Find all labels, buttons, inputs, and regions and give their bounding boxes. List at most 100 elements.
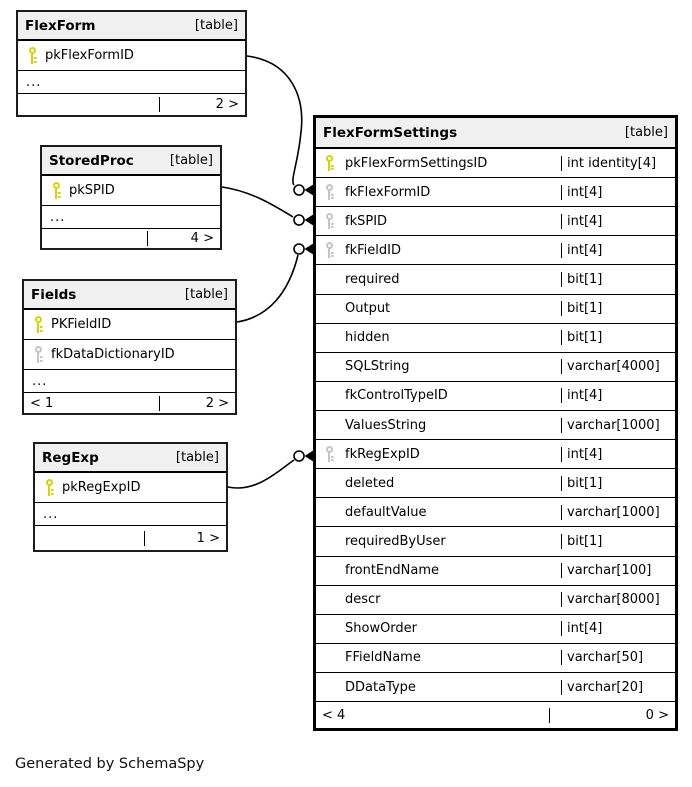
column-row: FFieldName varchar[50]	[316, 644, 675, 673]
column-name: fkFieldID	[345, 242, 401, 258]
pager-row: 1 >	[35, 526, 226, 550]
column-row: SQLString varchar[4000]	[316, 353, 675, 382]
column-row: deleted bit[1]	[316, 469, 675, 499]
foreign-key-icon	[34, 346, 44, 363]
column-row: fkFieldID int[4]	[316, 236, 675, 266]
pager-prev-link[interactable]: < 4	[322, 707, 346, 723]
column-row: pkSPID	[42, 176, 220, 206]
column-row: fkControlTypeID int[4]	[316, 382, 675, 411]
column-name: fkSPID	[345, 213, 388, 229]
connector-endpoint-circle	[293, 184, 305, 196]
primary-key-icon	[52, 182, 62, 199]
column-name: pkFlexFormID	[45, 48, 134, 63]
column-name: fkControlTypeID	[345, 388, 448, 404]
table-regexp[interactable]: RegExp [table] pkRegExpID ... 1 >	[33, 442, 228, 552]
column-type: varchar[4000]	[561, 359, 675, 375]
primary-key-icon	[325, 154, 335, 172]
primary-key-icon	[45, 479, 55, 496]
column-type: varchar[8000]	[561, 592, 675, 608]
column-row: descr varchar[8000]	[316, 586, 675, 615]
column-type: varchar[100]	[561, 563, 675, 579]
column-name: PKFieldID	[51, 317, 112, 332]
column-name: frontEndName	[345, 563, 439, 579]
table-name[interactable]: StoredProc	[49, 152, 134, 169]
connector-endpoint-circle	[293, 243, 305, 255]
column-name: pkRegExpID	[62, 480, 141, 495]
ellipsis-row: ...	[35, 503, 226, 526]
column-name: deleted	[345, 475, 395, 491]
ellipsis-row: ...	[42, 206, 220, 229]
column-row: fkSPID int[4]	[316, 207, 675, 237]
column-name: fkFlexFormID	[345, 184, 431, 200]
column-row: fkFlexFormID int[4]	[316, 178, 675, 208]
table-tag: [table]	[194, 18, 238, 33]
table-tag: [table]	[624, 125, 668, 140]
table-fields[interactable]: Fields [table] PKFieldID fkDataDictionar…	[22, 279, 237, 415]
table-flexform[interactable]: FlexForm [table] pkFlexFormID ... 2 >	[16, 10, 247, 117]
column-type: bit[1]	[561, 330, 675, 346]
column-name: fkDataDictionaryID	[51, 347, 175, 362]
column-type: varchar[1000]	[561, 417, 675, 433]
column-type: int[4]	[561, 621, 675, 637]
column-row: Output bit[1]	[316, 295, 675, 324]
table-name[interactable]: FlexForm	[25, 17, 96, 34]
table-header: StoredProc [table]	[42, 147, 220, 176]
ellipsis-row: ...	[18, 71, 245, 94]
column-row: hidden bit[1]	[316, 324, 675, 353]
column-type: bit[1]	[561, 301, 675, 317]
pager-next-link[interactable]: 0 >	[549, 707, 675, 723]
column-type: int[4]	[561, 242, 675, 258]
column-row: defaultValue varchar[1000]	[316, 498, 675, 528]
column-name: DDataType	[345, 679, 416, 695]
column-type: bit[1]	[561, 533, 675, 549]
primary-key-icon	[34, 316, 44, 333]
pager-next-link[interactable]: 2 >	[159, 395, 235, 411]
column-row: frontEndName varchar[100]	[316, 557, 675, 586]
pager-next-link[interactable]: 2 >	[158, 97, 245, 112]
column-row: ValuesString varchar[1000]	[316, 411, 675, 441]
column-row: PKFieldID	[24, 310, 235, 340]
table-name[interactable]: RegExp	[42, 449, 99, 466]
column-name: descr	[345, 592, 381, 608]
column-type: varchar[50]	[561, 650, 675, 666]
column-type: int identity[4]	[561, 155, 675, 171]
column-type: bit[1]	[561, 271, 675, 287]
pager-prev-link[interactable]: < 1	[30, 395, 54, 411]
column-name: ValuesString	[345, 417, 427, 433]
column-type: int[4]	[561, 184, 675, 200]
table-storedproc[interactable]: StoredProc [table] pkSPID ... 4 >	[40, 145, 222, 250]
pager-row: < 4 0 >	[316, 702, 675, 728]
column-row: pkFlexFormSettingsID int identity[4]	[316, 149, 675, 179]
table-name[interactable]: Fields	[31, 286, 77, 303]
column-type: int[4]	[561, 388, 675, 404]
foreign-key-icon	[325, 212, 335, 230]
foreign-key-icon	[325, 445, 335, 463]
connector-endpoint-circle	[293, 450, 305, 462]
column-type: varchar[20]	[561, 679, 675, 695]
column-row: fkDataDictionaryID	[24, 340, 235, 370]
column-name: SQLString	[345, 359, 410, 375]
column-type: varchar[1000]	[561, 504, 675, 520]
table-name[interactable]: FlexFormSettings	[323, 124, 458, 141]
connector-endpoint-circle	[293, 214, 305, 226]
pager-next-link[interactable]: 4 >	[147, 231, 220, 246]
column-name: pkFlexFormSettingsID	[345, 155, 488, 171]
column-row: required bit[1]	[316, 265, 675, 295]
column-type: int[4]	[561, 213, 675, 229]
foreign-key-icon	[325, 241, 335, 259]
table-header: Fields [table]	[24, 281, 235, 310]
column-row: ShowOrder int[4]	[316, 615, 675, 644]
connector-regexp-to-fkregexpid	[227, 459, 295, 489]
primary-key-icon	[28, 47, 38, 64]
connector-fields-to-fkfieldid	[236, 254, 299, 323]
pager-row: < 1 2 >	[24, 393, 235, 413]
column-name: fkRegExpID	[345, 446, 420, 462]
column-name: requiredByUser	[345, 533, 446, 549]
ellipsis-row: ...	[24, 370, 235, 393]
pager-next-link[interactable]: 1 >	[143, 530, 226, 546]
table-tag: [table]	[184, 287, 228, 302]
column-name: required	[345, 271, 400, 287]
table-flexformsettings[interactable]: FlexFormSettings [table] pkFlexFormSetti…	[313, 115, 678, 731]
table-header: FlexFormSettings [table]	[316, 118, 675, 149]
